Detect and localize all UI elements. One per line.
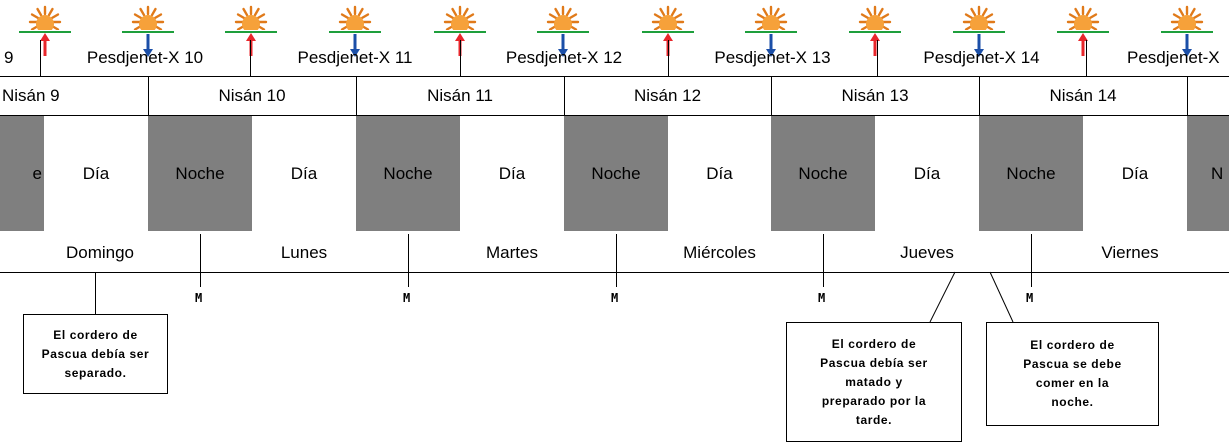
sunset-icon — [329, 5, 381, 57]
day-cell: Día — [460, 116, 564, 231]
sunset-icon — [122, 5, 174, 57]
day-cell: Día — [44, 116, 148, 231]
pesdjenet-cell: 9 — [4, 48, 14, 67]
sunrise-icon — [1057, 5, 1109, 56]
sunset-icon — [745, 5, 797, 57]
weekday-cell: Domingo — [65, 243, 135, 262]
day-cell: Día — [252, 116, 356, 231]
pesdjenet-cell: Pesdjenet-X 11 — [297, 48, 413, 67]
pesdjenet-cell: Pesdjenet-X 13 — [714, 48, 831, 67]
weekday-cell: Jueves — [900, 243, 954, 262]
day-cell: Día — [668, 116, 771, 231]
night-cell: Noche — [979, 116, 1083, 231]
sunrise-icon — [19, 5, 71, 56]
pesdjenet-cell: Pesdjenet-X 10 — [86, 48, 204, 67]
night-cell: Noche — [564, 116, 668, 231]
midnight-mark: M — [818, 291, 826, 305]
night-cell: e — [0, 116, 44, 231]
night-cell: N — [1187, 116, 1229, 231]
nisan-cell: Nisán 10 — [218, 86, 286, 105]
midnight-mark: M — [403, 291, 411, 305]
night-cell: Noche — [148, 116, 252, 231]
note-connector — [989, 271, 1014, 323]
weekday-cell: Martes — [486, 243, 538, 262]
weekday-cell: Lunes — [280, 243, 328, 262]
nisan-cell: Nisán 13 — [841, 86, 909, 105]
midnight-mark: M — [1026, 291, 1034, 305]
sun-events-row — [19, 5, 1213, 57]
midnight-mark: M — [611, 291, 619, 305]
pesdjenet-cell: Pesdjenet-X — [1127, 48, 1220, 67]
sunrise-icon — [849, 5, 901, 56]
nisan-cell: Nisán 12 — [633, 86, 702, 105]
sunset-icon — [1161, 5, 1213, 57]
night-cell: Noche — [356, 116, 460, 231]
day-cell: Día — [1083, 116, 1187, 231]
night-cell: Noche — [771, 116, 875, 231]
nisan-cell: Nisán 11 — [427, 86, 493, 105]
pesdjenet-cell: Pesdjenet-X 14 — [923, 48, 1040, 67]
note-connector — [929, 271, 956, 323]
note-lamb-slaughtered: El cordero de Pascua debía ser matado y … — [786, 322, 962, 442]
note-lamb-separated: El cordero de Pascua debía ser separado. — [23, 314, 168, 394]
weekday-cell: Miércoles — [683, 243, 756, 262]
weekday-cell: Viernes — [1101, 243, 1159, 262]
note-lamb-eaten: El cordero de Pascua se debe comer en la… — [986, 322, 1159, 426]
day-cell: Día — [875, 116, 979, 231]
midnight-mark: M — [195, 291, 203, 305]
nisan-cell: Nisán 14 — [1049, 86, 1117, 105]
sunset-icon — [537, 5, 589, 57]
pesdjenet-cell: Pesdjenet-X 12 — [505, 48, 623, 67]
sunset-icon — [953, 5, 1005, 57]
nisan-cell: Nisán 9 — [2, 86, 60, 105]
